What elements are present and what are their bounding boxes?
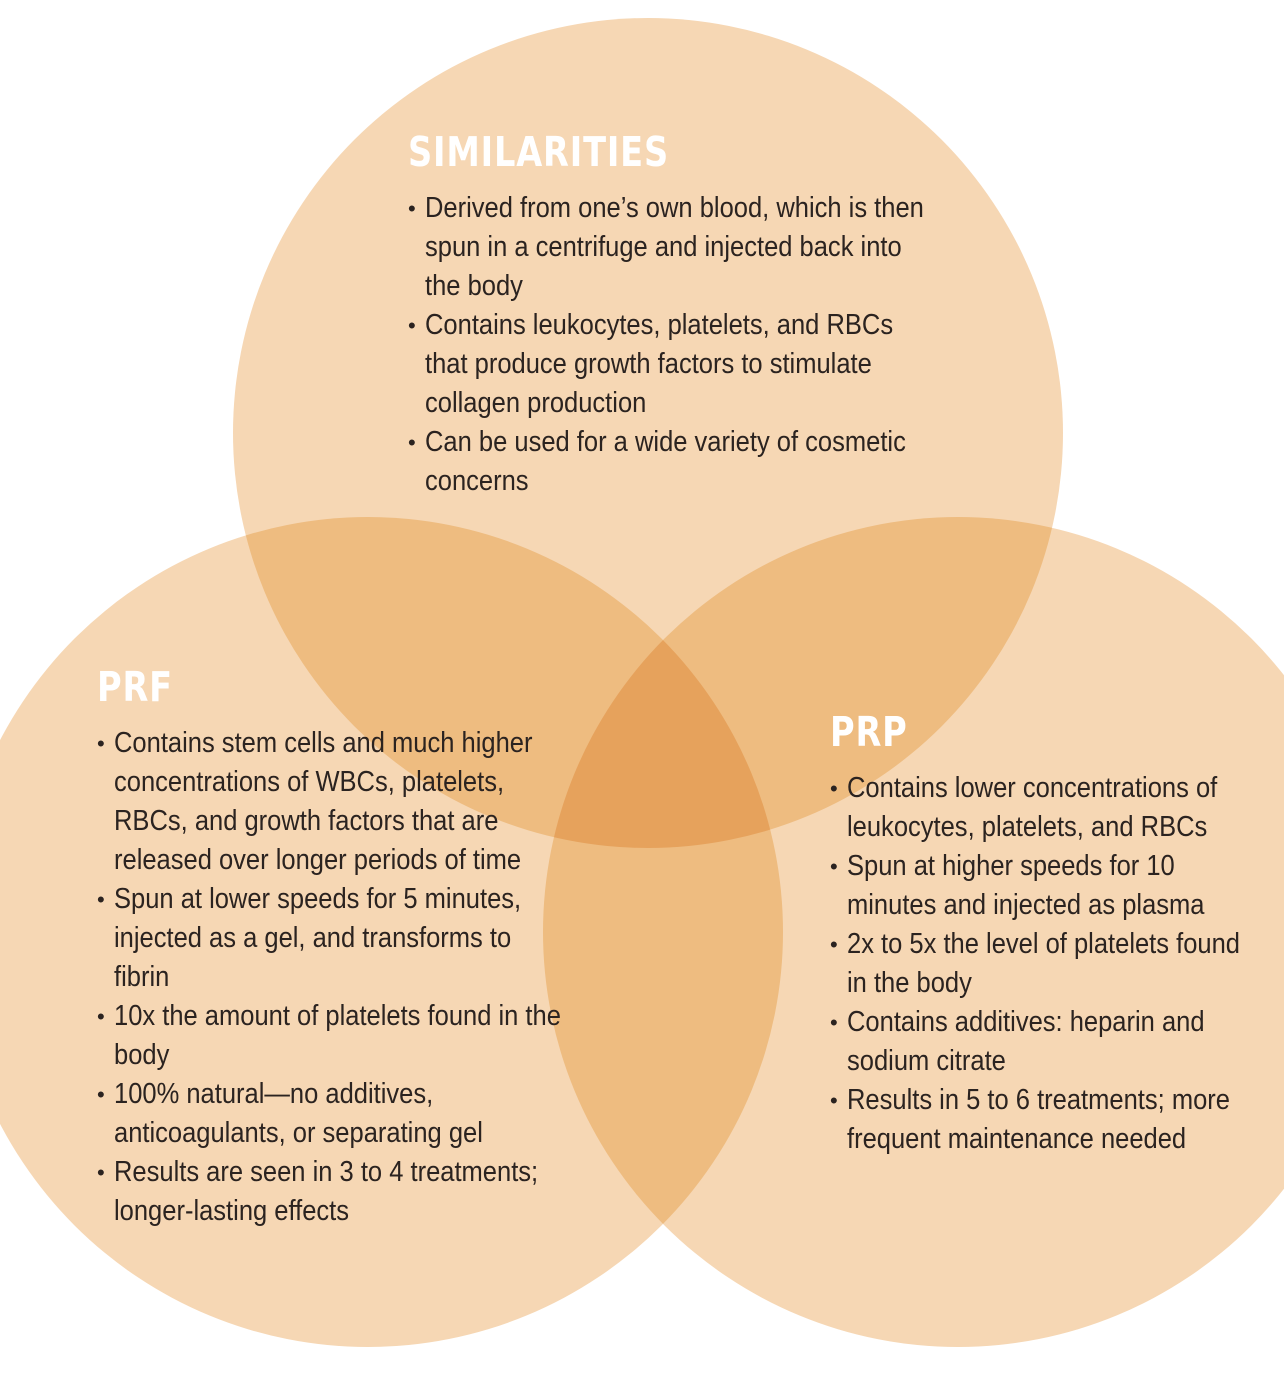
similarities-section: SIMILARITIES Derived from one’s own bloo…: [408, 128, 928, 501]
list-item: 10x the amount of platelets found in the…: [97, 997, 572, 1075]
prp-section: PRP Contains lower concentrations of leu…: [830, 708, 1255, 1159]
prp-title: PRP: [830, 708, 908, 756]
list-item: Results in 5 to 6 treatments; more frequ…: [830, 1081, 1255, 1159]
list-item: Can be used for a wide variety of cosmet…: [408, 423, 928, 501]
list-item: 2x to 5x the level of platelets found in…: [830, 925, 1255, 1003]
list-item: Contains stem cells and much higher conc…: [97, 724, 572, 880]
list-item: Spun at lower speeds for 5 minutes, inje…: [97, 880, 572, 997]
list-item: Contains additives: heparin and sodium c…: [830, 1003, 1255, 1081]
similarities-list: Derived from one’s own blood, which is t…: [408, 189, 928, 501]
similarities-title: SIMILARITIES: [408, 128, 669, 176]
list-item: Contains lower concentrations of leukocy…: [830, 769, 1255, 847]
prp-list: Contains lower concentrations of leukocy…: [830, 769, 1255, 1159]
prf-title: PRF: [97, 663, 173, 711]
prf-section: PRF Contains stem cells and much higher …: [97, 663, 572, 1231]
prf-list: Contains stem cells and much higher conc…: [97, 724, 572, 1231]
list-item: Spun at higher speeds for 10 minutes and…: [830, 847, 1255, 925]
list-item: Derived from one’s own blood, which is t…: [408, 189, 928, 306]
list-item: Contains leukocytes, platelets, and RBCs…: [408, 306, 928, 423]
overlap-similarities-prp: [543, 517, 1063, 848]
list-item: Results are seen in 3 to 4 treatments; l…: [97, 1153, 572, 1231]
list-item: 100% natural—no additives, anticoagulant…: [97, 1075, 572, 1153]
